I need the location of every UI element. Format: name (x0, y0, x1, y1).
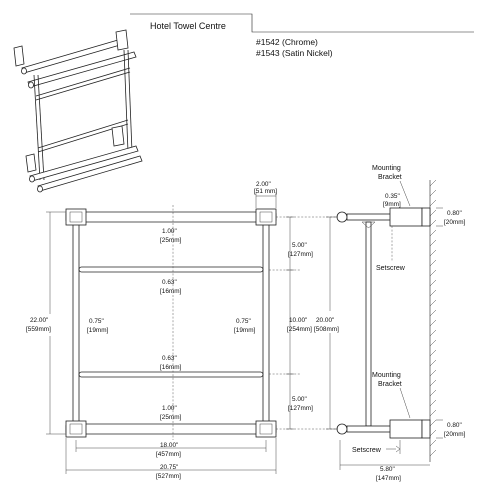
dim-overall-width-in: 20.75" (160, 464, 178, 471)
right-post (262, 215, 270, 431)
dim-spacing-mid-in: 10.00" (289, 317, 307, 324)
dim-top-bar-in: 1.00" (162, 228, 177, 235)
dim-center-distance-mm: [508mm] (314, 326, 339, 333)
label-setscrew-top: Setscrew (376, 265, 406, 272)
dim-right-post-mm: [19mm] (234, 327, 256, 334)
bottom-bar-end (336, 423, 348, 435)
dim-top-bar-mm: [25mm] (160, 237, 182, 244)
model-chrome: #1542 (Chrome) (256, 37, 318, 47)
dim-inner-width-in: 18.00" (160, 442, 178, 449)
bottom-left-mount-inner (69, 423, 83, 435)
dim-spacing-mid-mm: [254mm] (287, 326, 312, 333)
dim-post-width-mm: [51 mm] (254, 188, 277, 195)
towel-rod-lower (78, 371, 264, 378)
dim-bracket-thickness-mm: [9mm] (383, 201, 401, 208)
isometric-product-illustration (13, 29, 143, 193)
dim-projection-in: 5.80" (380, 466, 395, 473)
top-bar-end (336, 211, 348, 223)
dim-rod1-mm: [16mm] (160, 288, 182, 295)
top-bracket-plate (421, 207, 431, 227)
left-post (72, 215, 80, 431)
dim-overall-height-mm: [559mm] (26, 326, 51, 333)
dim-spacing-bottom-in: 5.00" (292, 396, 307, 403)
bottom-bar (65, 423, 277, 435)
dim-bracket-thickness-in: 0.35" (385, 193, 400, 200)
label-mounting-bottom-1: Mounting (372, 372, 401, 379)
product-title: Hotel Towel Centre (150, 21, 226, 31)
towel-rod-upper (78, 266, 264, 273)
top-mounting-bracket (389, 207, 423, 227)
dim-bracket-dia-bottom-mm: [20mm] (444, 431, 466, 438)
top-right-mount (255, 208, 277, 226)
label-mounting-bottom-2: Bracket (378, 381, 402, 388)
dim-projection-mm: [147mm] (376, 475, 401, 482)
dim-overall-height-in: 22.00" (30, 317, 48, 324)
dim-spacing-top-mm: [127mm] (288, 251, 313, 258)
dim-bracket-dia-top-in: 0.80" (447, 210, 462, 217)
dim-rod1-in: 0.63" (162, 279, 177, 286)
dim-rod2-mm: [16mm] (160, 364, 182, 371)
model-satin-nickel: #1543 (Satin Nickel) (256, 48, 333, 58)
top-right-mount-inner (259, 211, 273, 223)
dim-post-width-in: 2.00" (256, 181, 271, 188)
bottom-mounting-bracket (389, 419, 423, 439)
dim-bracket-dia-top-mm: [20mm] (444, 219, 466, 226)
dim-rod2-in: 0.63" (162, 355, 177, 362)
front-view: 22.00" [559mm] 2.00" [51 mm] 1.00" [25mm… (24, 181, 338, 480)
top-bar (65, 211, 277, 223)
dim-spacing-top-in: 5.00" (292, 242, 307, 249)
label-setscrew-bottom: Setscrew (352, 447, 382, 454)
bottom-bracket-plate (421, 419, 431, 439)
dim-overall-width-mm: [527mm] (156, 473, 181, 480)
side-post (365, 221, 372, 427)
dim-bottom-bar-mm: [25mm] (160, 414, 182, 421)
dim-inner-width-mm: [457mm] (156, 451, 181, 458)
dim-left-post-in: 0.75" (89, 318, 104, 325)
dim-spacing-bottom-mm: [127mm] (288, 405, 313, 412)
title-block: Hotel Towel Centre #1542 (Chrome) #1543 … (130, 13, 474, 58)
side-view: Mounting Bracket 0.35" [9mm] 0.80" [20mm… (313, 165, 466, 482)
dim-bottom-bar-in: 1.00" (162, 405, 177, 412)
bottom-left-mount (65, 420, 87, 438)
label-mounting-top-2: Bracket (378, 174, 402, 181)
title-frame-line (130, 13, 474, 33)
dim-center-distance-in: 20.00" (316, 317, 334, 324)
bottom-right-mount (255, 420, 277, 438)
top-left-mount (65, 208, 87, 226)
label-mounting-top-1: Mounting (372, 165, 401, 172)
bottom-right-mount-inner (259, 423, 273, 435)
dim-left-post-mm: [19mm] (87, 327, 109, 334)
dim-right-post-in: 0.75" (236, 318, 251, 325)
top-left-mount-inner (69, 211, 83, 223)
dim-bracket-dia-bottom-in: 0.80" (447, 422, 462, 429)
